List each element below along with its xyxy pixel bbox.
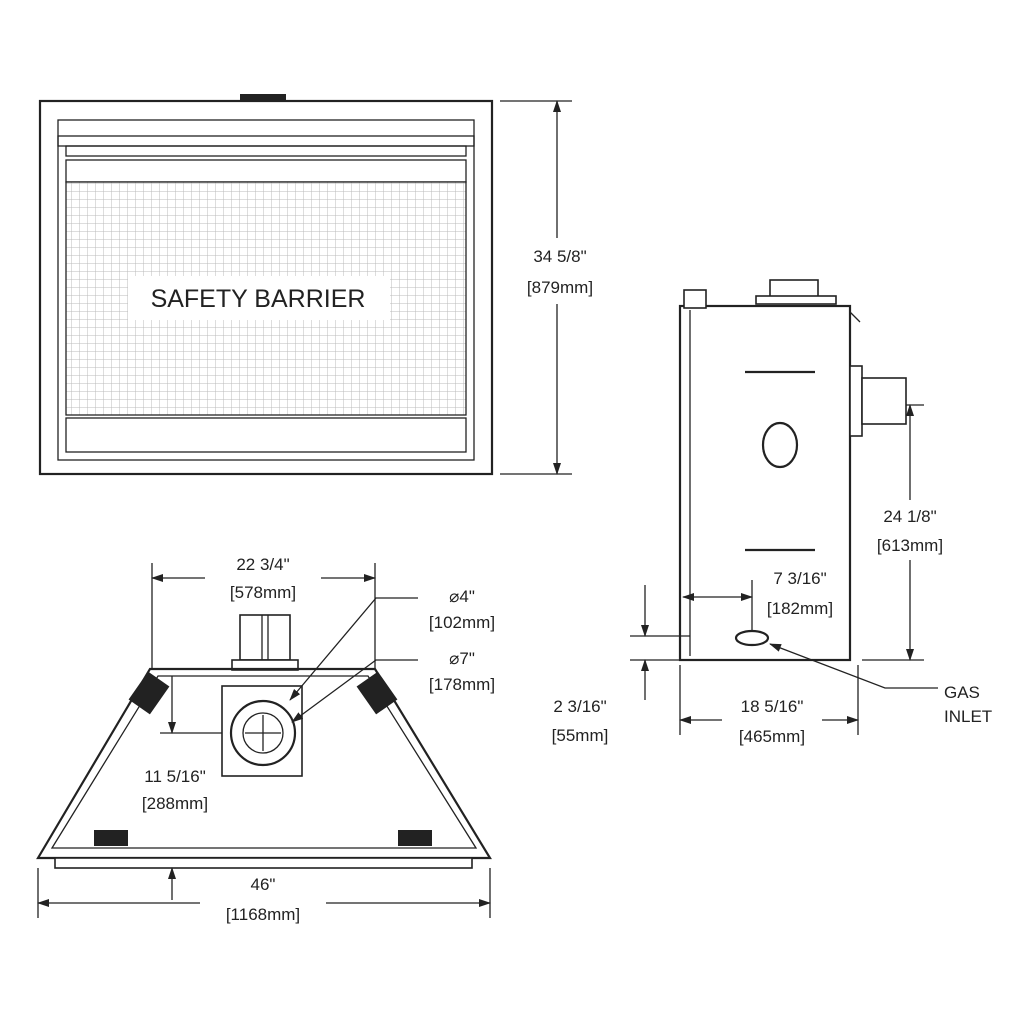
depth-in: 11 5/16" [144, 767, 206, 786]
height-in: 34 5/8" [533, 247, 586, 266]
side-view: 24 1/8" [613mm] 7 3/16" [182mm] 2 3/16" … [552, 279, 992, 748]
side-knockout [761, 421, 799, 469]
inner-vent-circle [242, 712, 284, 754]
outer-diameter-in: ⌀7" [449, 649, 475, 668]
gas-inlet-opening [734, 629, 770, 647]
gas-inlet-label-line2: INLET [944, 707, 992, 726]
width-in: 46" [251, 875, 276, 894]
top-vent-collar [240, 94, 286, 102]
gas-offset-mm: [182mm] [767, 599, 833, 618]
inner-diameter-in: ⌀4" [449, 587, 475, 606]
gas-offset-in: 7 3/16" [773, 569, 826, 588]
depth-mm: [288mm] [142, 794, 208, 813]
vent-pipe [239, 614, 291, 661]
outer-frame [38, 99, 494, 476]
vent-offset-mm: [578mm] [230, 583, 296, 602]
gas-inlet-leader [769, 643, 938, 689]
width-mm: [1168mm] [226, 905, 300, 924]
side-depth-in: 18 5/16" [741, 697, 804, 716]
inner-diameter-mm: [102mm] [429, 613, 495, 632]
vent-offset-in: 22 3/4" [236, 555, 289, 574]
height-mm: [879mm] [527, 278, 593, 297]
gas-inlet-label-line1: GAS [944, 683, 980, 702]
gas-height-in: 2 3/16" [553, 697, 606, 716]
vent-height-in: 24 1/8" [883, 507, 936, 526]
side-depth-mm: [465mm] [739, 727, 805, 746]
outer-diameter-mm: [178mm] [429, 675, 495, 694]
side-body [678, 304, 852, 662]
front-view: SAFETY BARRIER 34 5/8" [879mm] [38, 94, 602, 476]
top-view: 22 3/4" [578mm] ⌀4" [102mm] ⌀7" [178mm] … [36, 552, 495, 926]
vent-height-mm: [613mm] [877, 536, 943, 555]
safety-barrier-label: SAFETY BARRIER [151, 285, 366, 313]
gas-height-mm: [55mm] [552, 726, 609, 745]
outer-vent-circle [229, 699, 297, 767]
side-vent-pipe [861, 377, 907, 425]
